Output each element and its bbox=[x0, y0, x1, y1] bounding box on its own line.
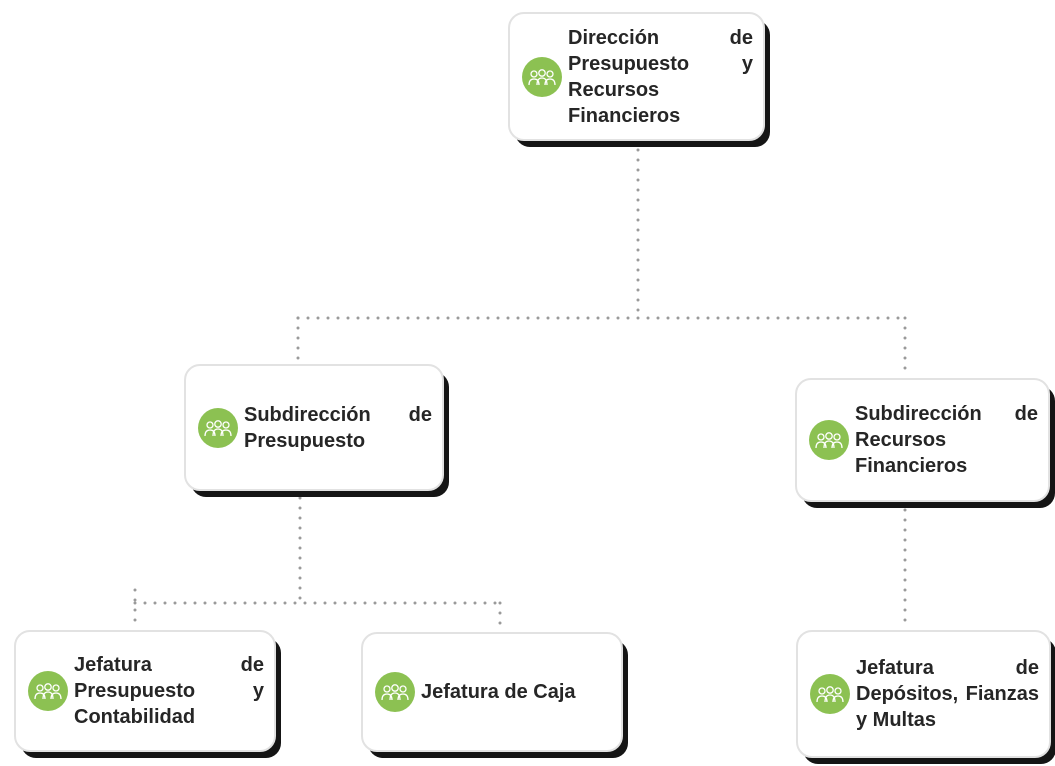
node-label: Subdirección de Presupuesto bbox=[244, 403, 432, 452]
node-label: Jefatura de Presupuesto y Contabilidad bbox=[74, 654, 264, 728]
people-group-icon bbox=[522, 56, 562, 97]
people-group-icon bbox=[28, 671, 68, 711]
node-subdireccion-presupuesto: Subdirección de Presupuesto bbox=[184, 364, 444, 491]
people-group-icon bbox=[375, 672, 415, 712]
node-jefatura-caja: Jefatura de Caja bbox=[361, 632, 623, 752]
node-label: Dirección de Presupuesto y Recursos Fina… bbox=[568, 26, 753, 127]
node-label: Subdirección de Recursos Financieros bbox=[855, 403, 1038, 477]
node-label: Jefatura de Caja bbox=[421, 681, 576, 703]
node-jefatura-depositos-fianzas-multas: Jefatura de Depósitos, Fianzas y Multas bbox=[796, 630, 1051, 758]
node-jefatura-presupuesto-contabilidad: Jefatura de Presupuesto y Contabilidad bbox=[14, 630, 276, 752]
people-group-icon bbox=[810, 674, 850, 714]
node-subdireccion-recursos-financieros: Subdirección de Recursos Financieros bbox=[795, 378, 1050, 502]
node-direccion-presupuesto-recursos-financieros: Dirección de Presupuesto y Recursos Fina… bbox=[508, 12, 765, 141]
people-group-icon bbox=[198, 407, 238, 448]
node-label: Jefatura de Depósitos, Fianzas y Multas bbox=[856, 657, 1039, 731]
people-group-icon bbox=[809, 420, 849, 460]
